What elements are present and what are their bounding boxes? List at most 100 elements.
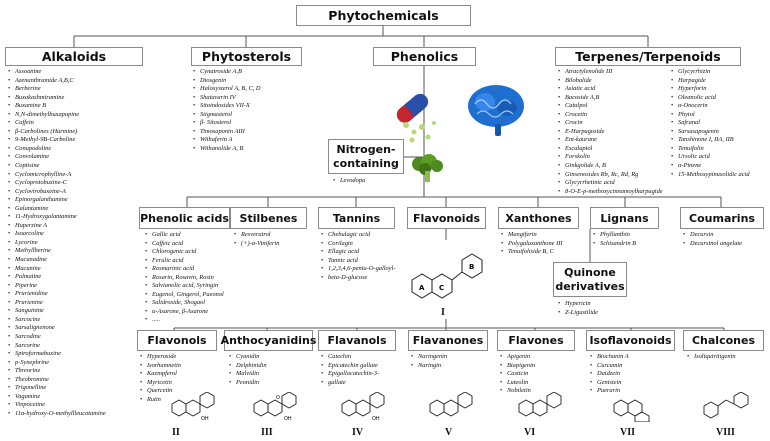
list-item: Escalaptol bbox=[558, 145, 663, 154]
list-item: β- Sitosterol bbox=[193, 119, 261, 128]
list-item: Gallic acid bbox=[145, 231, 224, 240]
flavonol-oh-label: OH bbox=[201, 416, 209, 422]
list-item: Naringin bbox=[411, 362, 447, 371]
roman-iii: III bbox=[261, 427, 273, 438]
phytosterols-list: Cynatroside A,BDiosgeninHaloxysterol A, … bbox=[193, 68, 261, 153]
terpenes-list-col2: GlycyrrhizinHarpagideHyperforinOleanolic… bbox=[671, 68, 750, 179]
list-item: Kaempferol bbox=[140, 370, 181, 379]
list-item: ..... bbox=[145, 316, 224, 325]
list-item: Bacoside A,B bbox=[558, 94, 663, 103]
list-item: Eugenol, Gingerol, Paeonol bbox=[145, 291, 224, 300]
list-item: α-Pinene bbox=[671, 162, 750, 171]
list-item: Sarsalignenone bbox=[8, 324, 106, 333]
list-item: Cyanidin bbox=[229, 353, 267, 362]
roman-vi: VI bbox=[524, 427, 536, 438]
list-item: Isoliquiritigenin bbox=[687, 353, 736, 362]
flavonoid-core-structure: A C B bbox=[411, 253, 483, 299]
list-item: Haloxysterol A, B, C, D bbox=[193, 85, 261, 94]
ring-a-label: A bbox=[419, 284, 425, 292]
list-item: Rosmarinic acid bbox=[145, 265, 224, 274]
list-item: Harpagide bbox=[671, 77, 750, 86]
list-item: Lycorine bbox=[8, 239, 106, 248]
list-item: Convolamine bbox=[8, 153, 106, 162]
list-item: Sanguinine bbox=[8, 307, 106, 316]
list-item: Tenuifoliside B, C bbox=[501, 248, 562, 257]
list-item: Tenuifolin bbox=[671, 145, 750, 154]
ring-c-label: C bbox=[439, 284, 444, 292]
list-item: Conupodoline bbox=[8, 145, 106, 154]
list-item: Mucunadine bbox=[8, 256, 106, 265]
nitrogen-header: Nitrogen- containing bbox=[328, 139, 404, 174]
list-item: gallate bbox=[321, 379, 379, 388]
list-item: 1,2,3,4,6-penta-O-galloyl- bbox=[321, 265, 395, 274]
flavonols-header: Flavonols bbox=[137, 330, 217, 351]
chalcone-structure bbox=[703, 392, 749, 419]
flavanone-structure bbox=[429, 392, 473, 417]
list-item: Decursin bbox=[683, 231, 742, 240]
list-item: Threorine bbox=[8, 367, 106, 376]
list-item: Ginkgolide A, B bbox=[558, 162, 663, 171]
list-item: Shatavarin IV bbox=[193, 94, 261, 103]
list-item: Glycyrrhetinic acid bbox=[558, 179, 663, 188]
quinone-title-line2: derivatives bbox=[555, 279, 625, 293]
list-item: Levodopa bbox=[333, 177, 365, 186]
list-item: Prurienine bbox=[8, 299, 106, 308]
list-item: Rosarin, Rosavin, Rosin bbox=[145, 274, 224, 283]
roman-i: I bbox=[441, 307, 445, 318]
list-item: Stigmasterol bbox=[193, 111, 261, 120]
list-item: Apigenin bbox=[500, 353, 535, 362]
list-item: Decursinol angelate bbox=[683, 240, 742, 249]
list-item: Azenanthramide A,B,C bbox=[8, 77, 106, 86]
list-item: Hyperforin bbox=[671, 85, 750, 94]
stilbenes-list: Resveratrol(+)-α-Viniferin bbox=[234, 231, 279, 248]
terpenes-header: Terpenes/Terpenoids bbox=[555, 47, 741, 66]
list-item: Withanolide A, B bbox=[193, 145, 261, 154]
list-item: Salidroside, Shogaol bbox=[145, 299, 224, 308]
flavanones-header: Flavanones bbox=[408, 330, 488, 351]
isoflavonoid-structure bbox=[613, 399, 650, 422]
root-box: Phytochemicals bbox=[296, 5, 471, 26]
coumarins-header: Coumarins bbox=[680, 207, 764, 229]
flavanones-list: NaringeninNaringin bbox=[411, 353, 447, 370]
list-item: Luteolin bbox=[500, 379, 535, 388]
nitrogen-list: Levodopa bbox=[333, 177, 365, 186]
roman-v: V bbox=[445, 427, 453, 438]
list-item: Methyllberine bbox=[8, 247, 106, 256]
list-item: Salvianolic acid, Syringin bbox=[145, 282, 224, 291]
list-item: Biapigenin bbox=[500, 362, 535, 371]
list-item: Ginsenosides Rb, Rc, Rd, Rg bbox=[558, 171, 663, 180]
list-item: Chebulagic acid bbox=[321, 231, 395, 240]
list-item: α-Asarone, β-Asarone bbox=[145, 308, 224, 317]
brain-icon bbox=[468, 85, 524, 136]
list-item: Forskolin bbox=[558, 153, 663, 162]
phytosterols-header: Phytosterols bbox=[191, 47, 302, 66]
list-item: Safranal bbox=[671, 119, 750, 128]
terpenes-list-col1: Atractylenolide IIIBilobalideAsiatic aci… bbox=[558, 68, 663, 196]
list-item: Sarsasapogenin bbox=[671, 128, 750, 137]
flavone-structure bbox=[518, 392, 562, 417]
chalcones-header: Chalcones bbox=[683, 330, 764, 351]
list-item: Biochanin A bbox=[590, 353, 629, 362]
list-item: Quercetin bbox=[140, 387, 181, 396]
list-item: Cyclovirobuxeine-A bbox=[8, 188, 106, 197]
phenolics-header: Phenolics bbox=[373, 47, 476, 66]
list-item: Diosgenin bbox=[193, 77, 261, 86]
list-item: Myricetin bbox=[140, 379, 181, 388]
list-item: Z-Ligustilide bbox=[558, 309, 598, 318]
list-item: Phytol bbox=[671, 111, 750, 120]
list-item: Crocin bbox=[558, 119, 663, 128]
list-item: Theobromine bbox=[8, 376, 106, 385]
list-item: Berberine bbox=[8, 85, 106, 94]
list-item: beta-D-glucose bbox=[321, 274, 395, 283]
list-item: Puerarin bbox=[590, 387, 629, 396]
list-item: Peonidin bbox=[229, 379, 267, 388]
list-item: Caffeic acid bbox=[145, 240, 224, 249]
list-item: Buxamine B bbox=[8, 102, 106, 111]
list-item: Bilobalide bbox=[558, 77, 663, 86]
xanthones-header: Xanthones bbox=[498, 207, 579, 229]
list-item: Vinpocetine bbox=[8, 401, 106, 410]
phenolic-acids-header: Phenolic acids bbox=[139, 207, 230, 229]
alkaloids-header: Alkaloids bbox=[5, 47, 143, 66]
roman-ii: II bbox=[172, 427, 180, 438]
